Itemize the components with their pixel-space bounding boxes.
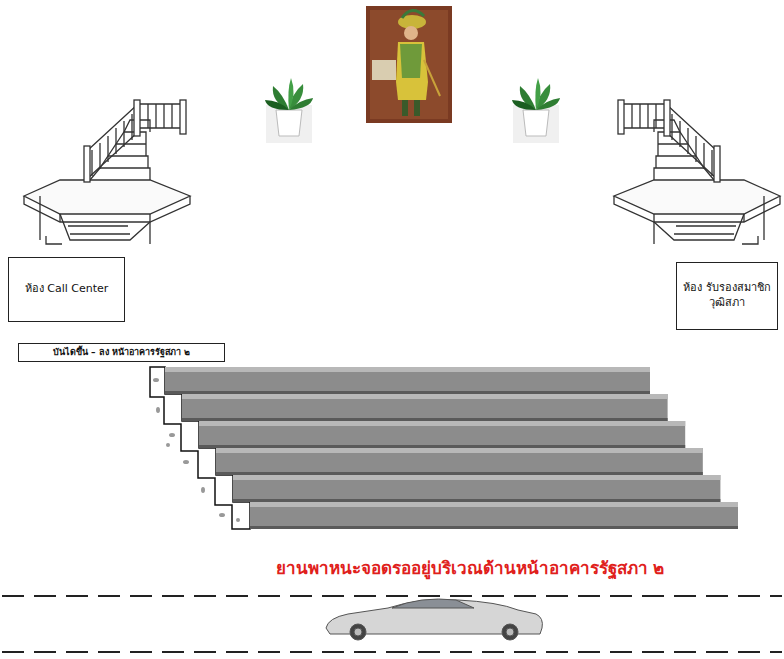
step-edge (165, 367, 650, 372)
step-shadow (182, 418, 668, 421)
box-text: ห้อง รับรองสมาชิก วุฒิสภา (683, 281, 771, 311)
step-shadow (165, 391, 650, 394)
car (326, 599, 542, 640)
step (233, 475, 720, 502)
step (165, 367, 650, 394)
step-edge (250, 502, 738, 507)
box-text: ห้อง Call Center (25, 282, 109, 297)
room-box: ห้อง รับรองสมาชิก วุฒิสภา (676, 262, 778, 330)
parking-note: ยานพาหนะจอดรออยู่บริเวณด้านหน้าอาคารรัฐส… (180, 554, 760, 581)
lane-lines (2, 596, 782, 652)
potted-plant (265, 78, 313, 143)
step-shadow (216, 472, 703, 475)
step (182, 394, 668, 421)
step-edge (216, 448, 703, 453)
step (216, 448, 703, 475)
step (199, 421, 685, 448)
step-shadow (199, 445, 685, 448)
step-edge (199, 421, 685, 426)
step-edge (182, 394, 668, 399)
step (250, 502, 738, 529)
box-text: บันไดขึ้น – ลง หน้าอาคารรัฐสภา ๒ (53, 346, 190, 358)
room-box: บันไดขึ้น – ลง หน้าอาคารรัฐสภา ๒ (18, 343, 225, 362)
step-treads (165, 367, 738, 529)
step-edge (233, 475, 720, 480)
portrait (366, 6, 452, 123)
room-box: ห้อง Call Center (8, 257, 125, 322)
step-shadow (233, 499, 720, 502)
step-shadow (250, 526, 738, 529)
staircase (24, 100, 190, 244)
